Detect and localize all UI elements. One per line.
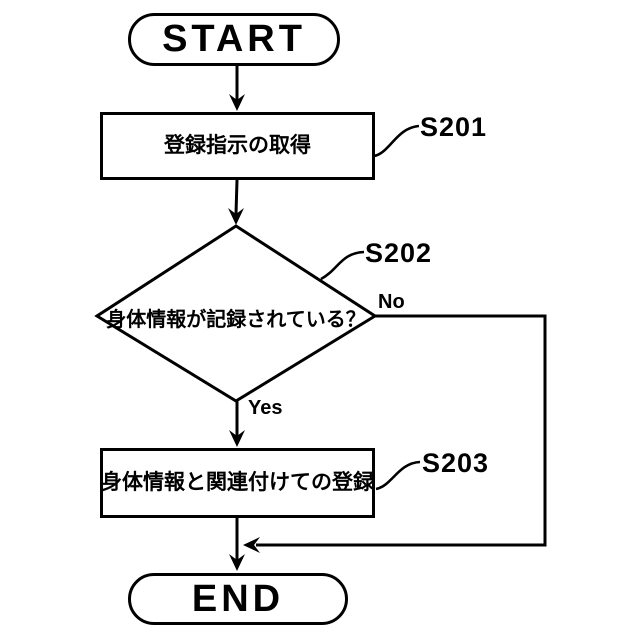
decision-s202-label: 身体情報が記録されている？ (106, 309, 366, 331)
process-s201: 登録指示の取得 (100, 112, 375, 180)
start-terminator: START (128, 13, 340, 66)
decision-diamond-shape (94, 224, 378, 403)
leader-line-s202 (320, 250, 365, 281)
process-s201-label: 登録指示の取得 (164, 134, 311, 158)
end-terminator: END (128, 573, 348, 625)
process-s203-label: 身体情報と関連付けての登録 (101, 471, 374, 495)
leader-line-s201 (373, 124, 420, 158)
branch-yes-label: Yes (248, 397, 283, 419)
branch-no-label: No (378, 291, 405, 313)
start-label: START (162, 18, 306, 60)
arrowhead-into-end (229, 554, 245, 571)
edge-s202-end-no (256, 314, 547, 547)
end-label: END (191, 577, 285, 620)
leader-line-s203 (375, 460, 421, 491)
arrowhead-no-join (243, 537, 260, 553)
edge-s201-s202 (234, 179, 239, 215)
arrowhead-into-s202 (228, 208, 244, 225)
process-s203: 身体情報と関連付けての登録 (100, 448, 375, 518)
arrowhead-into-s203 (229, 430, 245, 447)
arrowhead-into-s201 (229, 94, 245, 111)
step-label-s201: S201 (420, 112, 488, 142)
step-label-s202: S202 (365, 238, 433, 268)
step-label-s203: S203 (422, 448, 490, 478)
